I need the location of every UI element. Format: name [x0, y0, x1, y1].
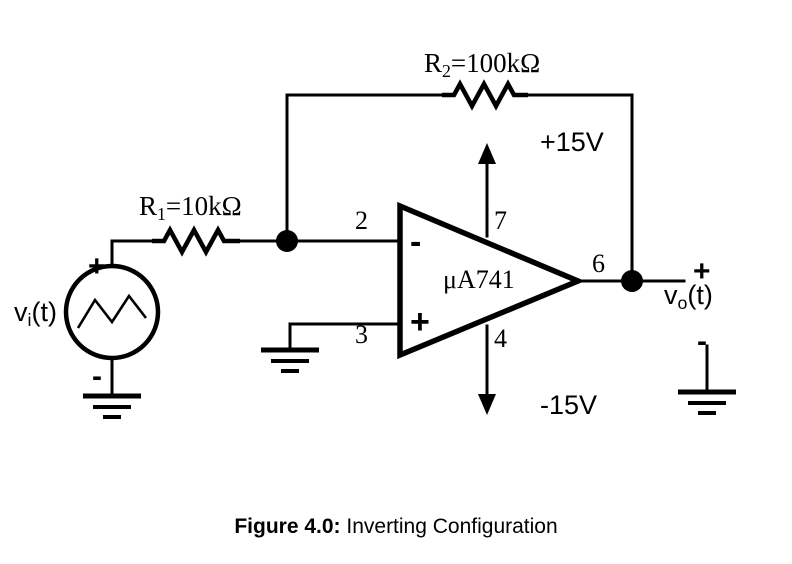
- input-voltage-label: vi(t): [14, 297, 57, 330]
- source-polarity-minus: -: [92, 360, 102, 393]
- wire-noninverting-to-ground: [288, 322, 402, 351]
- wire-r2-right-to-output: [526, 93, 634, 283]
- pin-label-2: 2: [355, 206, 368, 235]
- positive-supply-label: +15V: [540, 127, 604, 157]
- source-polarity-plus: +: [88, 250, 106, 283]
- figure-caption: Figure 4.0: Inverting Configuration: [0, 515, 792, 539]
- inverting-input-sign: -: [410, 223, 422, 261]
- wire-node-to-r2-left: [285, 93, 444, 243]
- pin-label-3: 3: [355, 320, 368, 349]
- resistor-r2-label: R2=100kΩ: [424, 48, 541, 81]
- junction-dot-output-node: [621, 270, 643, 292]
- non-inverting-input-sign: +: [410, 303, 430, 341]
- output-polarity-plus: +: [693, 255, 711, 288]
- pin-label-6: 6: [592, 249, 605, 278]
- source-waveform-icon: [76, 293, 148, 329]
- arrow-negative-supply: [478, 394, 496, 415]
- output-voltage-label: vo(t): [664, 280, 713, 313]
- resistor-r2-symbol: [442, 79, 528, 111]
- opamp-part-label: μA741: [443, 265, 515, 294]
- arrow-positive-supply: [478, 143, 496, 164]
- negative-supply-label: -15V: [540, 390, 598, 420]
- resistor-r1-label: R1=10kΩ: [139, 191, 242, 224]
- figure-caption-text: Inverting Configuration: [346, 515, 558, 538]
- voltage-source-circle: [63, 263, 161, 361]
- pin-label-4: 4: [494, 324, 507, 353]
- junction-dot-inverting-node: [276, 230, 298, 252]
- figure-caption-label: Figure 4.0:: [234, 515, 341, 538]
- opamp-triangle: [397, 201, 586, 360]
- output-polarity-minus: -: [697, 325, 707, 358]
- pin-label-7: 7: [494, 206, 507, 235]
- wire-source-to-r1: [110, 239, 154, 268]
- resistor-r1-symbol: [152, 225, 240, 257]
